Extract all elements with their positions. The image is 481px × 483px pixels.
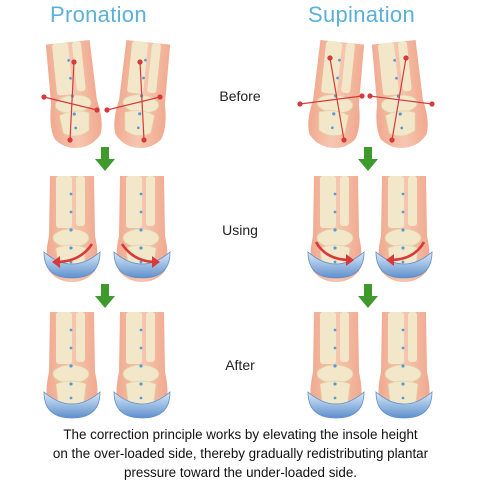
pronation-axis-lines: [41, 59, 163, 143]
supination-after-right-foot: [375, 311, 433, 419]
pronation-title: Pronation: [50, 2, 147, 27]
supination-title: Supination: [308, 2, 415, 27]
caption: The correction principle works by elevat…: [0, 425, 481, 482]
down-arrow-icon: [358, 147, 378, 171]
stage-label-using: Using: [222, 222, 258, 238]
pronation-after-left-foot: [43, 311, 101, 419]
down-arrow-icon: [95, 147, 115, 171]
pronation-using-right-foot: [113, 175, 171, 283]
caption-line-2: on the over-loaded side, thereby gradual…: [52, 446, 429, 461]
pronation-after-right-foot: [113, 311, 171, 419]
supination-axis-lines: [297, 55, 435, 143]
supination-after-left-foot: [307, 311, 365, 419]
curved-arrow-icon: [52, 243, 160, 268]
pronation-using-left-foot: [43, 175, 101, 283]
supination-using-right-foot: [375, 175, 433, 283]
supination-using-left-foot: [307, 175, 365, 283]
caption-line-3: pressure toward the under-loaded side.: [124, 465, 357, 480]
pronation-before-left-foot: [41, 39, 105, 151]
caption-line-1: The correction principle works by elevat…: [63, 427, 418, 442]
pronation-before-right-foot: [111, 39, 175, 151]
down-arrow-icon: [358, 284, 378, 308]
stage-label-after: After: [225, 357, 255, 373]
down-arrow-icon: [95, 284, 115, 308]
stage-label-before: Before: [219, 88, 261, 104]
curved-arrow-icon: [314, 241, 426, 266]
